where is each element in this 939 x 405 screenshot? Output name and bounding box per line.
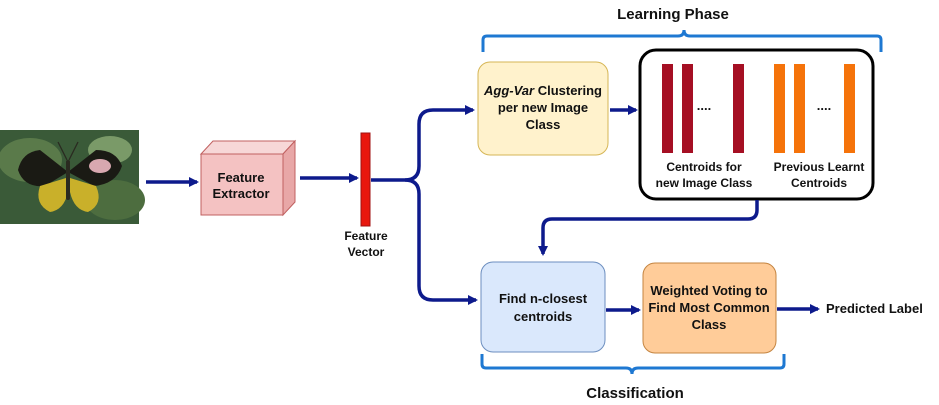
feature-extractor-label-2: Extractor — [212, 186, 269, 201]
clustering-box — [477, 61, 609, 156]
arrow-vector-to-clustering — [371, 105, 475, 182]
learning-phase-title: Learning Phase — [617, 6, 729, 23]
feature-vector-bar — [360, 132, 371, 227]
find-closest-box — [480, 261, 606, 353]
butterfly-image — [0, 130, 145, 224]
arrow-vector-to-find — [404, 178, 478, 305]
voting-label-3: Class — [692, 317, 727, 332]
voting-box — [642, 262, 777, 354]
clustering-label-2: per new Image — [498, 100, 588, 115]
new-centroid-bar — [682, 64, 693, 153]
centroid-bars — [662, 64, 855, 153]
new-centroids-label-2: new Image Class — [656, 176, 753, 190]
clustering-label-3: Class — [526, 117, 561, 132]
classification-title: Classification — [586, 385, 684, 402]
previous-centroids-label-1: Previous Learnt — [774, 160, 865, 174]
centroids-panel — [638, 48, 875, 201]
feature-extractor-label-1: Feature — [218, 170, 265, 185]
find-closest-label-1: Find n-closest — [499, 291, 588, 306]
arrow-centroids-to-find — [538, 200, 759, 256]
new-centroids-ellipsis: .... — [697, 98, 711, 113]
previous-centroids-ellipsis: .... — [817, 98, 831, 113]
clustering-label-1: Agg-Var Clustering — [483, 83, 602, 98]
new-centroid-bar — [662, 64, 673, 153]
new-centroid-bar — [733, 64, 744, 153]
new-centroids-label-1: Centroids for — [666, 160, 742, 174]
find-closest-label-2: centroids — [514, 309, 573, 324]
classification-brace — [480, 354, 786, 375]
previous-centroid-bar — [794, 64, 805, 153]
feature-extractor-box — [199, 139, 297, 217]
voting-label-2: Find Most Common — [648, 300, 769, 315]
voting-label-1: Weighted Voting to — [650, 283, 767, 298]
learning-phase-brace — [481, 29, 883, 52]
previous-centroid-bar — [774, 64, 785, 153]
previous-centroid-bar — [844, 64, 855, 153]
feature-vector-label-1: Feature — [344, 229, 388, 243]
predicted-label-text: Predicted Label — [826, 301, 923, 316]
feature-vector-label-2: Vector — [348, 245, 385, 259]
previous-centroids-label-2: Centroids — [791, 176, 847, 190]
